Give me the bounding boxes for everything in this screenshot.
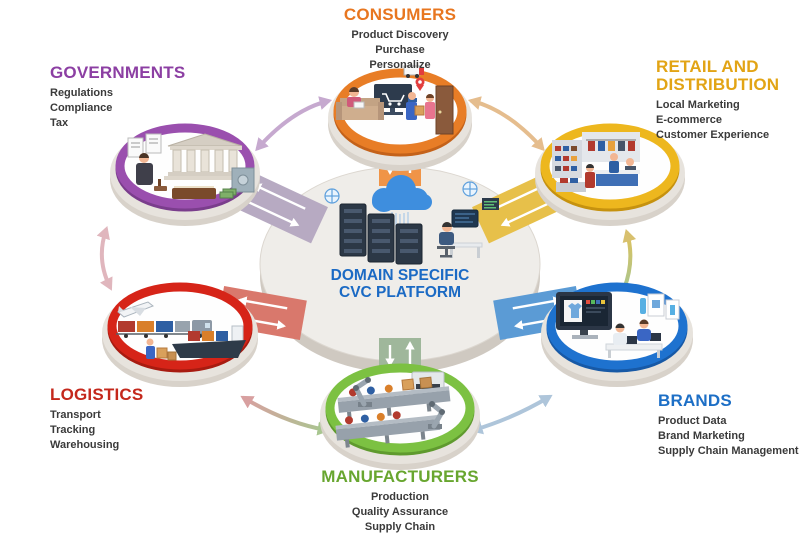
manufacturers-item: Production: [370, 491, 430, 503]
retail-item: Customer Experience: [656, 129, 770, 141]
online-shopping-delivery-illustration: [336, 65, 454, 135]
consumers-heading: CONSUMERS: [343, 5, 457, 24]
retail-heading: RETAIL AND DISTRIBUTION: [656, 57, 780, 94]
consumers-item: Product Discovery: [351, 29, 449, 41]
logistics-manufacturers-arrow: [240, 395, 331, 436]
brands-item: Brand Marketing: [658, 430, 745, 442]
inter-node-arrows: [96, 96, 637, 436]
consumers-node: [328, 65, 472, 171]
operator-workstation-icon: [437, 198, 499, 258]
governments-heading: GOVERNMENTS: [50, 63, 186, 82]
consumers-label-block: CONSUMERS Product Discovery Purchase Per…: [290, 6, 510, 73]
governments-item: Compliance: [50, 102, 113, 114]
logistics-label-block: LOGISTICS Transport Tracking Warehousing: [50, 386, 143, 453]
factory-assembly-line-illustration: [335, 371, 451, 448]
globe-icon: [324, 181, 478, 204]
consumers-retail-arrow: [467, 96, 545, 152]
governments-consumers-arrow: [255, 96, 333, 152]
center-title-line2: CVC PLATFORM: [339, 284, 461, 301]
brands-retail-arrow: [622, 228, 637, 291]
center-title-line1: DOMAIN SPECIFIC: [330, 267, 470, 284]
brands-label-block: BRANDS Product Data Brand Marketing Supp…: [658, 392, 800, 459]
logistics-item: Transport: [50, 409, 101, 421]
logistics-heading: LOGISTICS: [50, 385, 144, 404]
governments-node: [110, 123, 260, 226]
brands-item: Product Data: [658, 415, 727, 427]
consumers-item: Purchase: [375, 44, 425, 56]
cloud-datacenter-illustration: [324, 175, 499, 265]
brands-node: [541, 282, 693, 387]
manufacturers-label-block: MANUFACTURERS Production Quality Assuran…: [290, 468, 510, 535]
manufacturers-node: [320, 363, 480, 470]
retail-item: Local Marketing: [656, 99, 740, 111]
brands-item: Supply Chain Management: [658, 445, 799, 457]
retail-node: [535, 123, 685, 226]
cloud-icon: [372, 175, 432, 212]
manufacturers-heading: MANUFACTURERS: [321, 467, 479, 486]
government-building-law-illustration: [127, 133, 255, 199]
governments-item: Tax: [50, 117, 69, 129]
logistics-node: [102, 282, 258, 387]
brands-heading: BRANDS: [658, 391, 732, 410]
consumers-item: Personalize: [369, 59, 431, 71]
retail-label-block: RETAIL AND DISTRIBUTION Local Marketing …: [656, 58, 798, 143]
logistics-item: Warehousing: [50, 439, 120, 451]
governments-label-block: GOVERNMENTS Regulations Compliance Tax: [50, 64, 185, 131]
manufacturers-item: Supply Chain: [364, 521, 436, 533]
design-studio-illustration: [556, 292, 680, 358]
manufacturers-brands-arrow: [469, 394, 553, 435]
governments-item: Regulations: [50, 87, 113, 99]
logistics-item: Tracking: [50, 424, 96, 436]
retail-item: E-commerce: [656, 114, 723, 126]
retail-store-illustration: [552, 132, 640, 192]
governments-logistics-arrow: [96, 226, 113, 291]
server-racks-icon: [339, 203, 423, 265]
manufacturers-item: Quality Assurance: [351, 506, 449, 518]
center-platform-title: DOMAIN SPECIFIC CVC PLATFORM: [308, 267, 492, 301]
ship-train-plane-transport-illustration: [116, 301, 246, 361]
